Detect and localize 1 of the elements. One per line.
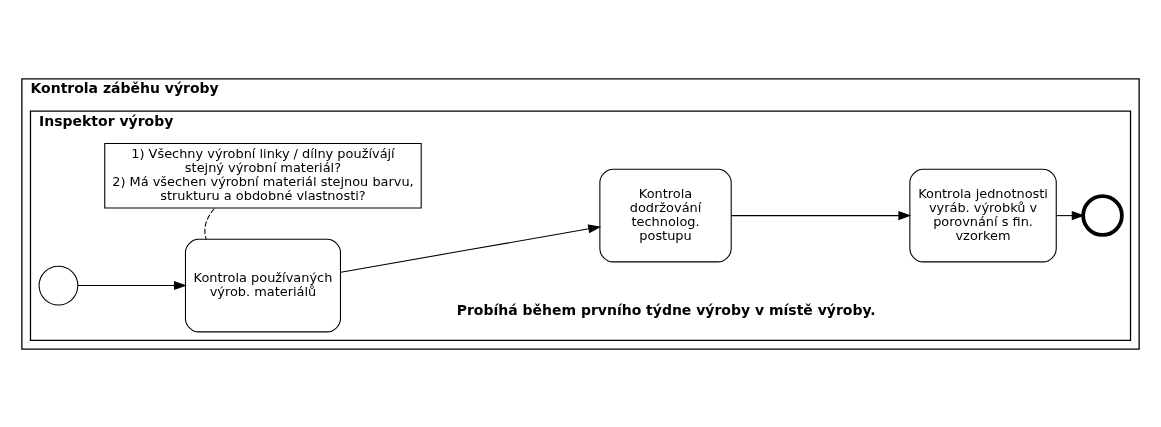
label: Probíhá během prvního týdne výroby v místě výroby. — [456, 301, 876, 318]
